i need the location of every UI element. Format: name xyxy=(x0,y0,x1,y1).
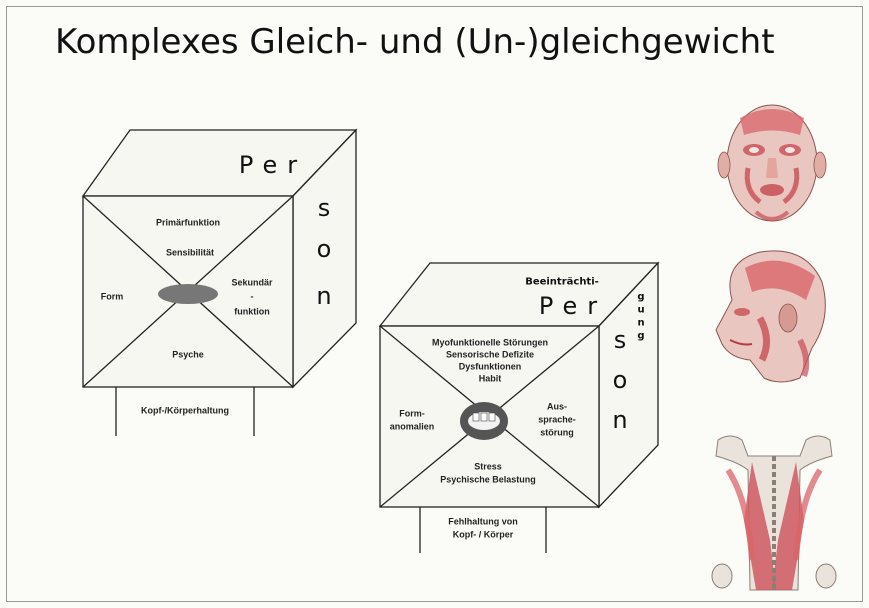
tooth xyxy=(481,413,487,421)
tooth xyxy=(489,413,495,421)
label-aus: Aus- xyxy=(547,402,567,413)
vertical-letter-g: g xyxy=(637,331,644,342)
side-letter-o: o xyxy=(317,235,332,263)
label-primaerfunktion: Primärfunktion xyxy=(156,218,220,229)
side-letter-n: n xyxy=(612,406,627,434)
label-fehlhaltung: Fehlhaltung von xyxy=(448,517,518,528)
label-sekundaer: Sekundär xyxy=(231,278,272,289)
side-letter-s: s xyxy=(318,194,331,222)
label-anomalien: anomalien xyxy=(390,422,435,433)
cube-person xyxy=(83,130,356,436)
label-stress: Stress xyxy=(474,462,502,473)
label-sensorische: Sensorische Defizite xyxy=(446,350,534,361)
neck-back-muscle-illustration xyxy=(712,436,836,590)
side-letter-s: s xyxy=(614,326,627,354)
label-form: Form- xyxy=(399,409,425,420)
label-form: Form xyxy=(101,292,124,303)
head-side-muscle-illustration xyxy=(716,251,825,382)
label-kopf-koerperhaltung: Kopf-/Körperhaltung xyxy=(141,406,229,417)
label-per: Per xyxy=(539,292,607,320)
label-psyche: Psyche xyxy=(172,350,204,361)
label-kopf-koerper: Kopf- / Körper xyxy=(453,530,514,541)
vertical-letter-u: u xyxy=(637,305,644,316)
label-psychische-belastung: Psychische Belastung xyxy=(440,475,536,486)
center-ellipse xyxy=(158,284,218,304)
vertical-letter-n: n xyxy=(637,318,644,329)
label-myofunktionelle: Myofunktionelle Störungen xyxy=(432,338,548,349)
label-habit: Habit xyxy=(479,374,502,385)
label-sensibilitaet: Sensibilität xyxy=(166,248,214,259)
label-dysfunktionen: Dysfunktionen xyxy=(459,362,522,373)
vertical-letter-g: g xyxy=(637,292,644,303)
label-funktion: funktion xyxy=(234,307,270,318)
label-per: Per xyxy=(239,151,307,179)
label-beeintraechti: Beeinträchti- xyxy=(525,277,599,288)
label-stoerung: störung xyxy=(540,428,574,439)
tooth xyxy=(473,413,479,421)
side-letter-o: o xyxy=(613,366,628,394)
label-sprache: sprache- xyxy=(538,415,576,426)
head-front-muscle-illustration xyxy=(718,105,826,221)
side-letter-n: n xyxy=(316,282,331,310)
label-sekundaer-dash: - xyxy=(251,292,254,303)
